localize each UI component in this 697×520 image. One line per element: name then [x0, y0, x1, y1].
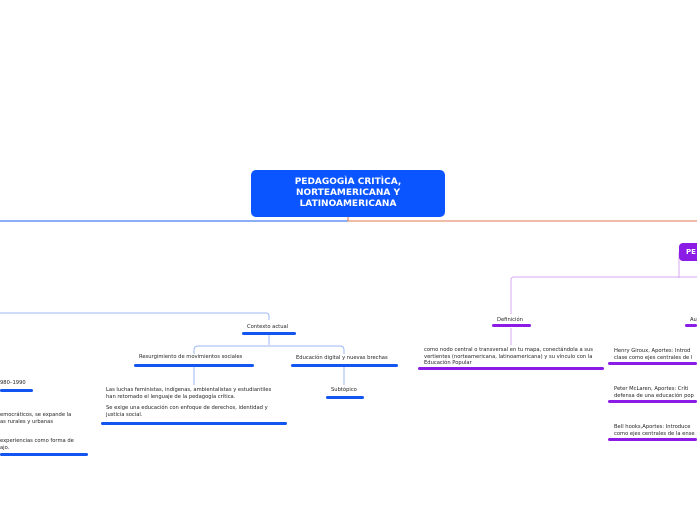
text-mclaren[interactable]: Peter McLaren, Aportes: Críti defensa de… [614, 386, 694, 399]
underline-luchas [101, 422, 287, 425]
text-giroux[interactable]: Henry Giroux, Aportes: Introd clase como… [614, 348, 692, 361]
underline-contexto-actual [242, 332, 296, 335]
central-title-line3: LATINOAMERICANA [299, 199, 397, 209]
connector-right-branch [510, 252, 697, 314]
text-experiencias[interactable]: experiencias como forma de ajo. [0, 438, 74, 451]
text-definicion-line2: vertientes (norteamericana, latinoameric… [424, 353, 593, 360]
text-definicion-line3: Educación Popular [424, 360, 472, 367]
text-luchas-line1: Las luchas feministas, indígenas, ambien… [106, 387, 272, 393]
text-mclaren-line1: Peter McLaren, Aportes: Críti [614, 386, 689, 392]
underline-resurgimiento [134, 364, 254, 367]
connector-central-right [347, 217, 697, 222]
topic-definicion[interactable]: Definición [497, 317, 523, 323]
text-giroux-line2: clase como ejes centrales de l [614, 354, 693, 361]
connector-central-left [0, 217, 349, 222]
topic-contexto-actual[interactable]: Contexto actual [247, 324, 289, 330]
underline-experiencias [0, 453, 88, 456]
underline-definicion-text [418, 367, 604, 370]
text-democraticos-line1: emocráticos, se expande la [0, 412, 72, 418]
text-luchas[interactable]: Las luchas feministas, indígenas, ambien… [106, 387, 271, 418]
text-hooks-line2: como ejes centrales de la ense [614, 430, 695, 437]
text-exige-line2: justicia social. [106, 411, 143, 418]
text-mclaren-line2: defensa de una educación pop [614, 392, 694, 399]
text-experiencias-line1: experiencias como forma de [0, 438, 74, 444]
underline-educacion-digital [291, 364, 398, 367]
underline-au [685, 324, 697, 327]
underline-subtopico [326, 396, 364, 399]
underline-hooks [608, 438, 697, 441]
topic-subtopico[interactable]: Subtópico [331, 387, 357, 393]
text-exige-line1: Se exige una educación con enfoque de de… [106, 405, 268, 412]
text-giroux-line1: Henry Giroux, Aportes: Introd [614, 348, 691, 354]
underline-definicion [492, 324, 531, 327]
text-democraticos[interactable]: emocráticos, se expande la as rurales y … [0, 412, 71, 425]
topic-au[interactable]: Au [690, 317, 697, 323]
text-experiencias-line2: ajo. [0, 444, 10, 451]
topic-educacion-digital[interactable]: Educación digital y nuevas brechas [296, 355, 388, 361]
text-definicion-line1: como nodo central o transversal en tu ma… [424, 347, 593, 353]
central-title-line2: NORTEAMERICANA Y [295, 188, 401, 198]
central-title-line1: PEDAGOGÌA CRITÌCA, [294, 177, 402, 187]
underline-giroux [608, 362, 697, 365]
text-democraticos-line2: as rurales y urbanas [0, 418, 54, 425]
right-main-topic[interactable]: PE [679, 243, 697, 261]
text-definicion[interactable]: como nodo central o transversal en tu ma… [424, 347, 593, 367]
text-luchas-line2: han retomado el lenguaje de la pedagogía… [106, 393, 236, 400]
underline-period [0, 389, 33, 392]
topic-resurgimiento[interactable]: Resurgimiento de movimientos sociales [139, 354, 243, 360]
central-topic[interactable]: PEDAGOGÌA CRITÌCA, NORTEAMERICANA Y LATI… [251, 170, 445, 217]
connector-contexto-children [193, 335, 345, 354]
connector-contexto [0, 312, 270, 320]
underline-mclaren [608, 400, 697, 403]
text-period[interactable]: 980–1990 [0, 380, 26, 386]
text-hooks-line1: Bell hooks,Aportes: Introduce [614, 424, 691, 430]
text-hooks[interactable]: Bell hooks,Aportes: Introduce como ejes … [614, 424, 695, 437]
